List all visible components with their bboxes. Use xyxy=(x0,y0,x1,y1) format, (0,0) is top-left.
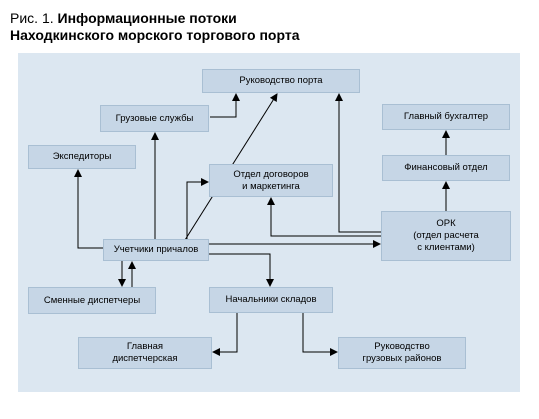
arrow-ork-to-port-management xyxy=(335,93,382,233)
node-cargo-district-management: Руководство грузовых районов xyxy=(338,337,466,369)
node-chief-accountant: Главный бухгалтер xyxy=(382,104,510,130)
arrow-ork-to-contracts xyxy=(267,197,382,237)
arrow-cargo-services-to-port-management xyxy=(210,93,240,118)
arrow-berth-clerks-to-forwarders xyxy=(74,169,104,249)
figure-title: Рис. 1. Информационные потоки Находкинск… xyxy=(10,10,299,44)
node-berth-clerks: Учетчики причалов xyxy=(103,239,209,261)
node-contracts-marketing: Отдел договоров и маркетинга xyxy=(209,164,333,197)
figure-number: Рис. 1. xyxy=(10,10,54,26)
node-cargo-services: Грузовые службы xyxy=(100,105,209,132)
arrow-warehouse-to-cargo-district xyxy=(302,313,338,356)
figure-title-line1: Информационные потоки xyxy=(57,10,237,26)
arrow-berth-clerks-to-warehouse-chiefs xyxy=(209,253,274,287)
node-port-management: Руководство порта xyxy=(202,69,360,93)
figure-title-line2: Находкинского морского торгового порта xyxy=(10,27,300,43)
node-main-dispatch: Главная диспетчерская xyxy=(78,337,212,369)
node-shift-dispatchers: Сменные диспетчеры xyxy=(28,287,156,314)
node-forwarders: Экспедиторы xyxy=(28,145,136,169)
node-warehouse-chiefs: Начальники складов xyxy=(209,287,333,313)
node-ork: ОРК (отдел расчета с клиентами) xyxy=(381,211,511,261)
arrow-warehouse-to-main-dispatch xyxy=(212,313,238,356)
arrow-berth-clerks-to-contracts xyxy=(186,178,209,240)
node-finance-department: Финансовый отдел xyxy=(382,155,510,181)
